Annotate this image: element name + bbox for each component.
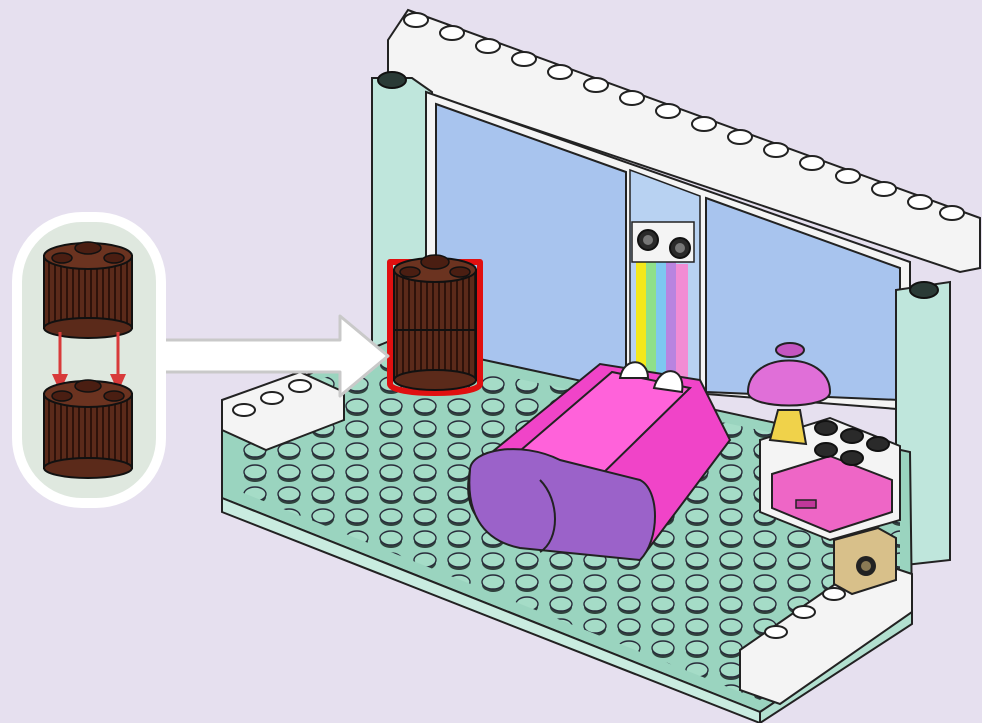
round-brick-top [44, 242, 132, 338]
round-wall-knobs [632, 222, 694, 262]
round-brick-bottom [44, 380, 132, 478]
parts-callout-box [12, 212, 166, 508]
placed-round-brick-stack-highlighted [390, 255, 480, 393]
